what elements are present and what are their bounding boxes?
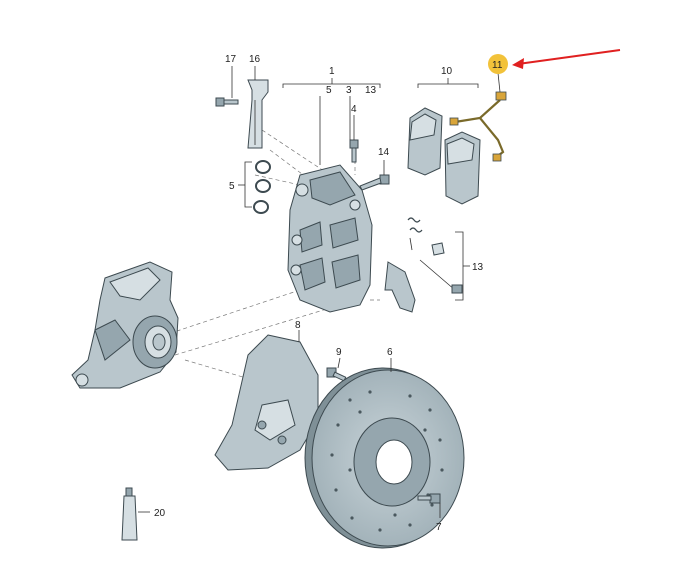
callout-6: 6	[387, 347, 393, 358]
callout-20: 20	[154, 508, 166, 519]
callout-5-left: 5	[229, 181, 235, 192]
callout-9: 9	[336, 347, 342, 358]
callout-10: 10	[441, 66, 453, 77]
bracket-bolt	[215, 97, 239, 107]
highlight-marker	[488, 49, 621, 74]
caliper-bolt	[359, 174, 390, 191]
callout-4: 4	[351, 104, 357, 115]
callout-14: 14	[378, 147, 390, 158]
disc-screw	[417, 493, 441, 504]
seal-rings	[253, 160, 271, 214]
brake-caliper	[287, 164, 373, 313]
callout-7: 7	[436, 522, 442, 533]
red-arrow-icon	[512, 58, 524, 69]
bleeder-screw	[349, 139, 359, 163]
callout-labels: 1 5 3 13 4 10 11 16 17 14 5 13 8 9 6 7 2…	[154, 54, 503, 533]
callout-13-top: 13	[365, 85, 377, 96]
brake-disc	[304, 367, 465, 549]
dust-shield	[214, 334, 319, 471]
callout-11: 11	[492, 60, 503, 71]
callout-3: 3	[346, 85, 352, 96]
callout-16: 16	[249, 54, 261, 65]
wheel-bearing-housing	[71, 261, 179, 389]
callout-5-top: 5	[326, 85, 332, 96]
callout-1: 1	[329, 66, 335, 77]
callout-8: 8	[295, 320, 301, 331]
grease-tube	[121, 487, 138, 541]
callout-17: 17	[225, 54, 237, 65]
leader-lines	[138, 66, 501, 518]
shield-screw	[326, 367, 347, 382]
caliper-bracket	[247, 79, 269, 149]
pad-springs-and-pins	[384, 217, 463, 313]
highlight-badge	[488, 54, 508, 74]
wear-sensor	[449, 91, 507, 162]
brake-pads	[407, 107, 481, 205]
callout-13-right: 13	[472, 262, 484, 273]
